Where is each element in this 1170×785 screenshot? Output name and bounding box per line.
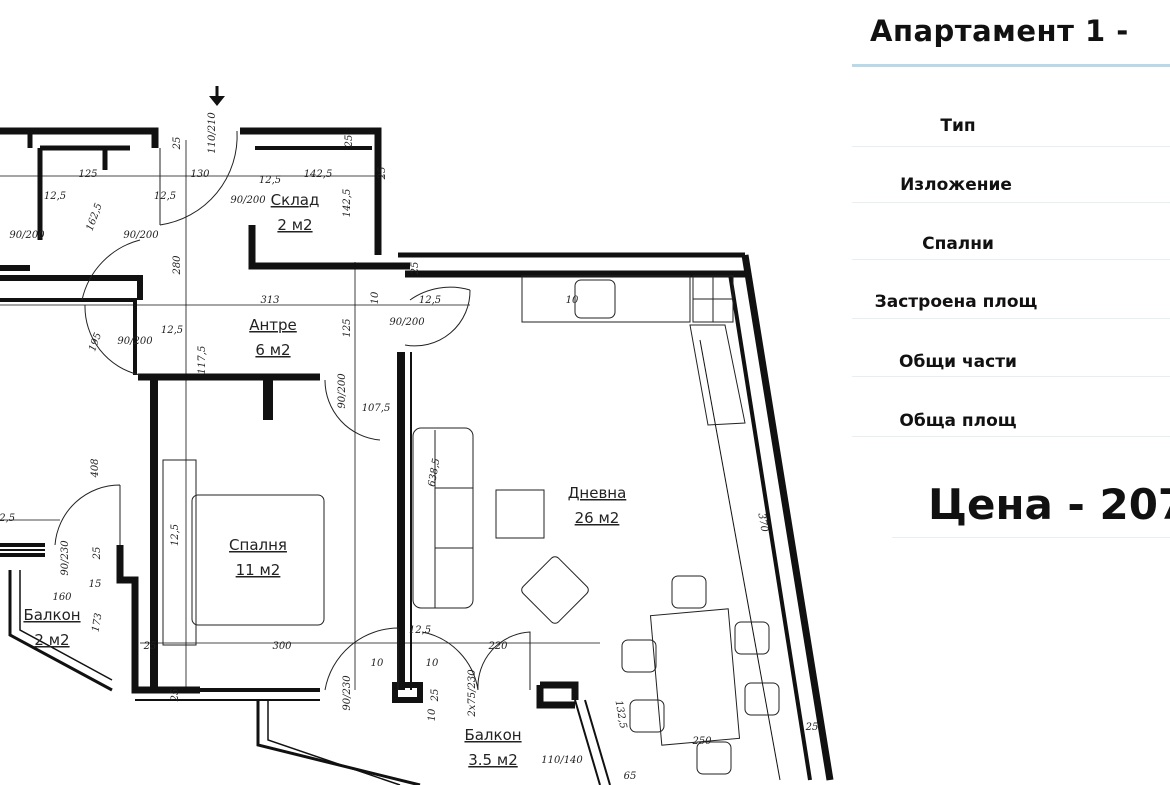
dimension-label: 25 — [170, 689, 181, 703]
dimension-label: 370 — [755, 512, 769, 533]
room-name: Балкон — [23, 606, 80, 624]
dimension-label: 2x75/230 — [467, 669, 478, 718]
dimension-label: 12,5 — [161, 325, 183, 336]
walls — [0, 127, 834, 785]
dimension-label: 25 — [172, 137, 183, 151]
dimension-label: 117,5 — [197, 346, 208, 375]
dimension-label: 90/200 — [9, 230, 45, 241]
dimension-label: 12,5 — [0, 513, 15, 524]
furniture — [54, 130, 780, 775]
dimension-label: 110/140 — [541, 755, 583, 766]
info-row-exposure: Изложение — [852, 175, 1170, 203]
room-name: Дневна — [568, 484, 627, 502]
room-area: 2 м2 — [34, 631, 69, 649]
row-label: Застроена площ — [874, 292, 1038, 312]
room-area: 2 м2 — [277, 216, 312, 234]
dimension-label: 90/200 — [230, 195, 266, 206]
dimension-label: 90/200 — [117, 336, 153, 347]
dimension-label: 25 — [143, 641, 157, 652]
room-area: 11 м2 — [236, 561, 281, 579]
row-label: Общи части — [899, 352, 1017, 372]
dimension-label: 12,5 — [170, 524, 181, 546]
room-area: 3.5 м2 — [468, 751, 517, 769]
dimension-label: 12,5 — [154, 191, 176, 202]
dimension-label: 25 — [410, 262, 421, 276]
dimension-label: 10 — [371, 658, 384, 669]
dimension-label: 110/210 — [207, 112, 218, 154]
dimension-label: 313 — [260, 295, 279, 306]
room-name: Спалня — [229, 536, 287, 554]
dimension-label: 195 — [87, 331, 104, 353]
row-label: Обща площ — [899, 411, 1017, 431]
apartment-info-panel: Апартамент 1 - Тип Изложение Спални Заст… — [852, 0, 1170, 785]
dimension-label: 125 — [342, 318, 353, 337]
dimension-label: 12,5 — [44, 191, 66, 202]
dimension-label: 15 — [89, 579, 102, 590]
dimension-label: 25 — [805, 722, 819, 733]
dimension-label: 25 — [92, 547, 103, 561]
dimension-label: 90/230 — [60, 540, 71, 576]
dimension-label: 12,5 — [419, 295, 441, 306]
dimension-label: 132,5 — [613, 700, 629, 730]
dimension-label: 130 — [190, 169, 210, 180]
dimension-label: 10 — [426, 658, 439, 669]
dimension-label: 12,5 — [259, 175, 281, 186]
room-area: 26 м2 — [575, 509, 620, 527]
dimension-label: 125 — [78, 169, 97, 180]
dimension-label: 173 — [90, 612, 104, 633]
dimension-label: 25 — [377, 167, 388, 181]
info-row-total-area: Обща площ — [852, 411, 1170, 437]
arrow-down-icon — [209, 86, 225, 106]
info-row-common-parts: Общи части — [852, 352, 1170, 377]
room-name: Балкон — [464, 726, 521, 744]
dimension-label: 408 — [90, 458, 101, 478]
dimension-label: 142,5 — [304, 169, 333, 180]
info-row-type: Тип — [852, 116, 1170, 147]
room-name: Склад — [271, 191, 320, 209]
dimension-label: 10 — [566, 295, 579, 306]
dimension-label: 142,5 — [342, 189, 353, 218]
dimension-label: 65 — [624, 771, 637, 782]
info-row-bedrooms: Спални — [852, 234, 1170, 260]
price-divider — [892, 537, 1170, 538]
row-label: Изложение — [900, 175, 1012, 195]
floor-plan: Склад 2 м2 Антре 6 м2 Спалня 11 м2 Дневна 26 м2… — [0, 86, 834, 785]
price: Цена - 207 — [928, 480, 1170, 529]
row-label: Тип — [940, 116, 976, 136]
dimension-label: 10 — [370, 291, 381, 304]
dimension-label: 90/200 — [337, 373, 348, 409]
dimension-label: 220 — [487, 641, 508, 652]
dimension-label: 90/230 — [342, 675, 353, 711]
row-label: Спални — [922, 234, 994, 254]
dimension-label: 250 — [691, 736, 712, 747]
dimension-label: 25 — [344, 135, 355, 149]
dimension-label: 162,5 — [85, 202, 105, 233]
dimension-label: 160 — [52, 592, 72, 603]
dimension-label: 12,5 — [409, 625, 431, 636]
room-name: Антре — [249, 316, 297, 334]
apartment-title: Апартамент 1 - — [870, 14, 1129, 48]
dimension-label: 300 — [272, 641, 292, 652]
room-area: 6 м2 — [255, 341, 290, 359]
title-divider — [852, 64, 1170, 67]
dimension-label: 90/200 — [389, 317, 425, 328]
dimension-label: 10 — [427, 708, 438, 721]
dimension-label: 638,5 — [427, 458, 443, 488]
dimension-label: 25 — [430, 689, 441, 703]
dimension-label: 280 — [172, 255, 183, 276]
info-row-built-area: Застроена площ — [852, 292, 1170, 319]
dimension-label: 90/200 — [123, 230, 159, 241]
dimension-label: 107,5 — [362, 403, 391, 414]
